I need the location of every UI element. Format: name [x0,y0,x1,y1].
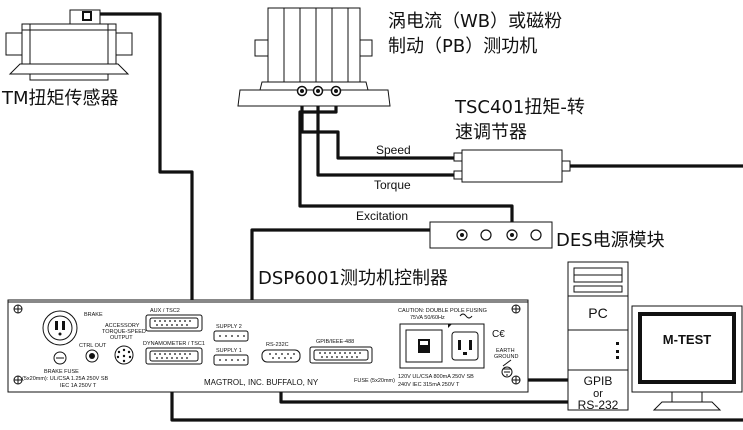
dynamometer-tsc1-connector-icon [145,347,203,365]
gpib-connector-icon [309,346,373,364]
aux-tsc2-connector-icon [145,314,203,332]
excitation-label: Excitation [356,209,408,223]
fuse-right-label-0: FUSE (5x20mm) [354,378,395,384]
monitor: M-TEST [631,305,743,411]
caution-label-2: 75VA 50/60Hz [410,315,445,321]
earth-ground-label-2: GROUND [494,354,518,360]
fuse-left-label-2: IEC 1A 250V T [60,383,97,389]
ce-mark: C€ [492,329,505,340]
earth-ground-icon [501,359,513,378]
gpib-rs232-label-2: or [593,388,603,400]
pc-label: PC [588,305,607,321]
fuse-right-label-2: 240V IEC 315mA 250V T [398,382,460,388]
ac-wave-icon [459,313,473,319]
accessory-din-icon [114,345,134,365]
accessory-label-2: TORQUE-SPEED [102,329,146,335]
brake-fuse-label: BRAKE FUSE [44,369,79,375]
caution-label-1: CAUTION: DOUBLE POLE FUSING [398,308,487,314]
rs232c-connector-icon [261,349,301,363]
accessory-label-3: OUTPUT [110,335,133,341]
tm-torque-sensor [5,9,133,81]
supply1-label: SUPPLY 1 [216,348,242,354]
brake-outlet-icon [42,310,78,346]
supply2-connector-icon [213,330,249,342]
m-test-label: M-TEST [663,332,711,347]
fuse-right-label-1: 120V UL/CSA 800mA 250V SB [398,374,474,380]
fuse-left-label-1: (5x20mm): UL/CSA 1.25A 250V SB [22,376,109,382]
dsp6001-rear-panel: BRAKE BRAKE FUSE CTRL OUT ACCESSORY TORQ… [7,299,529,393]
earth-ground-label-1: EARTH [496,348,515,354]
dynamometer [237,7,391,107]
brake-label: BRAKE [84,312,103,318]
tsc-torque-port-icon [453,170,463,180]
accessory-label-1: ACCESSORY [105,323,140,329]
cable-speed [300,89,457,160]
tsc401-label-line2: 速调节器 [455,122,527,143]
cable-torque [316,89,457,177]
cable-tm-sensor-aux [90,12,194,322]
torque-label: Torque [374,178,411,192]
panel-screw-icon [13,304,521,385]
rs232c-label: RS-232C [266,342,289,348]
speed-label: Speed [376,143,411,157]
des-power-module [429,221,553,249]
aux-tsc2-label: AUX / TSC2 [150,308,180,314]
gpib-rs232-label-1: GPIB [584,374,613,388]
tsc401-controller [453,149,571,183]
tm-sensor-label: TM扭矩传感器 [1,88,119,109]
cable-excitation [298,89,514,236]
des-module-label: DES电源模块 [556,230,665,251]
ctrl-out-label: CTRL OUT [79,343,107,349]
gpib-ieee-label: GPIB/IEEE-488 [316,339,354,345]
pc-tower: PC GPIB or RS-232 [567,261,629,412]
supply2-label: SUPPLY 2 [216,324,242,330]
gpib-rs232-label-3: RS-232 [578,398,619,412]
supply1-connector-icon [213,354,249,366]
tsc401-label-line1: TSC401扭矩-转 [454,97,585,118]
dynamometer-tsc1-label: DYNAMOMETER / TSC1 [143,341,205,347]
dynamometer-label-line2: 制动（PB）测功机 [388,36,537,57]
dynamometer-label-line1: 涡电流（WB）或磁粉 [388,11,562,32]
manufacturer-label: MAGTROL, INC. BUFFALO, NY [204,378,319,387]
tsc-speed-port-icon [453,152,463,162]
power-entry-module-icon [399,323,485,369]
dsp6001-label: DSP6001测功机控制器 [258,268,448,289]
tsc-output-port-icon [561,160,571,172]
